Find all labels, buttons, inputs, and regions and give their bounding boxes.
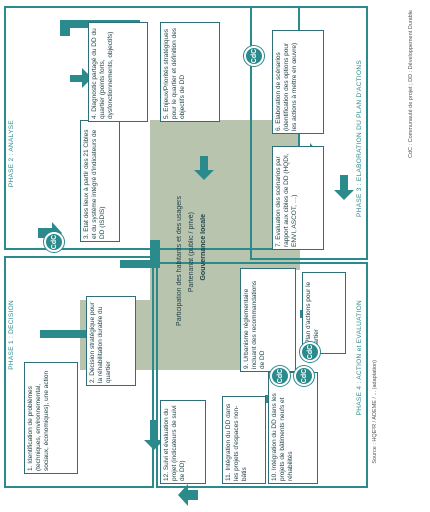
- box-1-label: 1. Identification de problèmes (techniqu…: [27, 370, 50, 471]
- legend-text: CdC : Communauté de projet ; DD : Dévelo…: [408, 10, 414, 158]
- box-7-scenario-evaluation: 7. Evaluation des scénarios par rapport …: [272, 146, 324, 250]
- box-8-action-plan: 8. Plan d'actions pour le quartier: [302, 272, 346, 354]
- cdc-circle-phase1: CdC: [44, 232, 64, 252]
- cdc-circle-phase4-a: CdC: [300, 342, 320, 362]
- box-11-open-spaces: 11. Intégration du DD dans les projets d…: [222, 396, 266, 484]
- box-9-regulatory-urbanism: 9. Urbanisme réglementaire incluant des …: [240, 268, 296, 372]
- box-3-label: 3. Etat des lieux à partir des 21 Cibles…: [83, 129, 106, 239]
- cdc-circle-phase4-c: CdC: [270, 366, 290, 386]
- box-6-label: 6. Elaboration de scénarios (identificat…: [275, 42, 298, 131]
- center-participation: Participation des habitants et des usage…: [176, 196, 183, 326]
- box-6-scenarios: 6. Elaboration de scénarios (identificat…: [272, 30, 324, 134]
- box-8-label: 8. Plan d'actions pour le quartier: [305, 281, 320, 351]
- box-5-strategic-priorities: 5. Enjeux/Priorités stratégiques pour le…: [160, 22, 220, 122]
- cdc-circle-phase2: CdC: [244, 46, 264, 66]
- box-3-inventory: 3. Etat des lieux à partir des 21 Cibles…: [80, 120, 120, 242]
- phase-3-frame: [250, 6, 368, 260]
- box-4-label: 4. Diagnostic partagé du DD du quartier …: [91, 28, 114, 119]
- cdc-label-3: CdC: [306, 344, 314, 360]
- box-10-building-projects: 10. Intégration du DD dans les projets d…: [268, 372, 318, 484]
- phase-1-title: PHASE 1 : DECISION: [8, 300, 15, 370]
- phase-2-title: PHASE 2 : ANALYSE: [8, 120, 15, 188]
- participation-band: [150, 120, 300, 370]
- cdc-label-4: CdC: [300, 368, 308, 384]
- box-2-strategic-decision: 2. Décision stratégique pour la réhabili…: [86, 296, 136, 386]
- box-2-label: 2. Décision stratégique pour la réhabili…: [89, 302, 112, 383]
- cdc-label-1: CdC: [50, 234, 58, 250]
- phase-3-title: PHASE 3 : ELABORATION DU PLAN D'ACTIONS: [356, 60, 363, 217]
- phase-1-frame: [4, 256, 154, 488]
- box-9-label: 9. Urbanisme réglementaire incluant des …: [243, 280, 266, 369]
- box-5-label: 5. Enjeux/Priorités stratégiques pour le…: [163, 27, 186, 119]
- source-text: Source : HQE²R / ADEME / ... (adaptation…: [372, 360, 378, 464]
- box-12-monitoring: 12. Suivi et évaluation du projet (indic…: [160, 400, 206, 484]
- box-12-label: 12. Suivi et évaluation du projet (indic…: [163, 405, 186, 481]
- box-7-label: 7. Evaluation des scénarios par rapport …: [275, 153, 298, 247]
- cdc-label-2: CdC: [250, 48, 258, 64]
- box-4-diagnostic: 4. Diagnostic partagé du DD du quartier …: [88, 22, 148, 122]
- cdc-label-5: CdC: [276, 368, 284, 384]
- center-governance: Gouvernance locale: [200, 214, 207, 281]
- phase-4-frame: [156, 262, 368, 488]
- center-partnership: Partenariat (public / privé): [188, 212, 195, 293]
- box-10-label: 10. Intégration du DD dans les projets d…: [271, 393, 294, 481]
- box-11-label: 11. Intégration du DD dans les projets d…: [225, 403, 248, 481]
- phase-4-title: PHASE 4 : ACTION et EVALUATION: [356, 300, 363, 416]
- box-1-problem-identification: 1. Identification de problèmes (techniqu…: [24, 362, 78, 474]
- cdc-circle-phase4-b: CdC: [294, 366, 314, 386]
